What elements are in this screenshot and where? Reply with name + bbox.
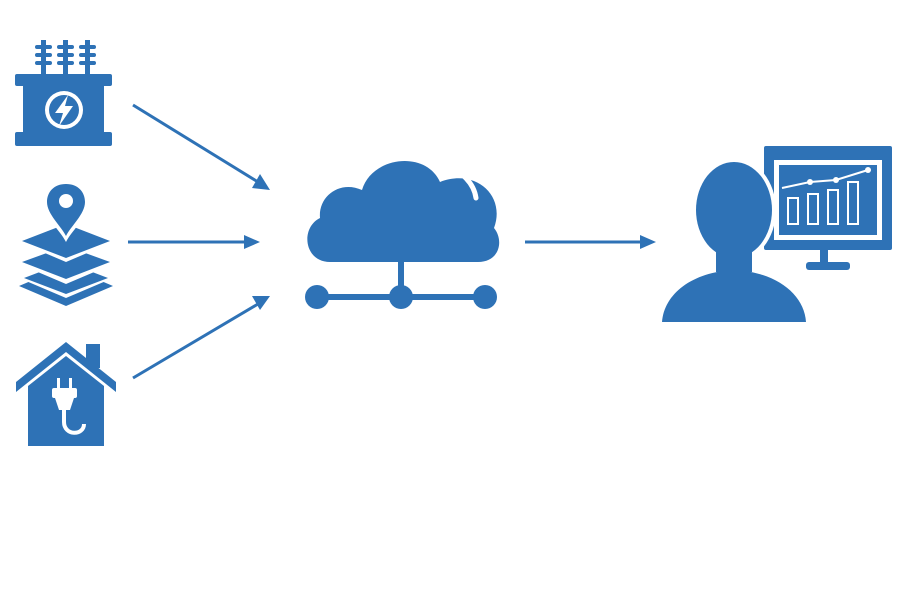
arrow-transformer-to-cloud — [132, 103, 270, 190]
arrow-house-to-cloud — [132, 296, 270, 380]
house-plug-icon — [16, 342, 116, 446]
transformer-icon — [15, 40, 112, 146]
map-layers-pin-icon — [19, 180, 113, 306]
arrow-cloud-to-user — [525, 235, 656, 249]
arrow-layers-to-cloud — [128, 235, 260, 249]
user-dashboard-icon — [660, 146, 892, 322]
cloud-network-icon — [305, 160, 500, 309]
